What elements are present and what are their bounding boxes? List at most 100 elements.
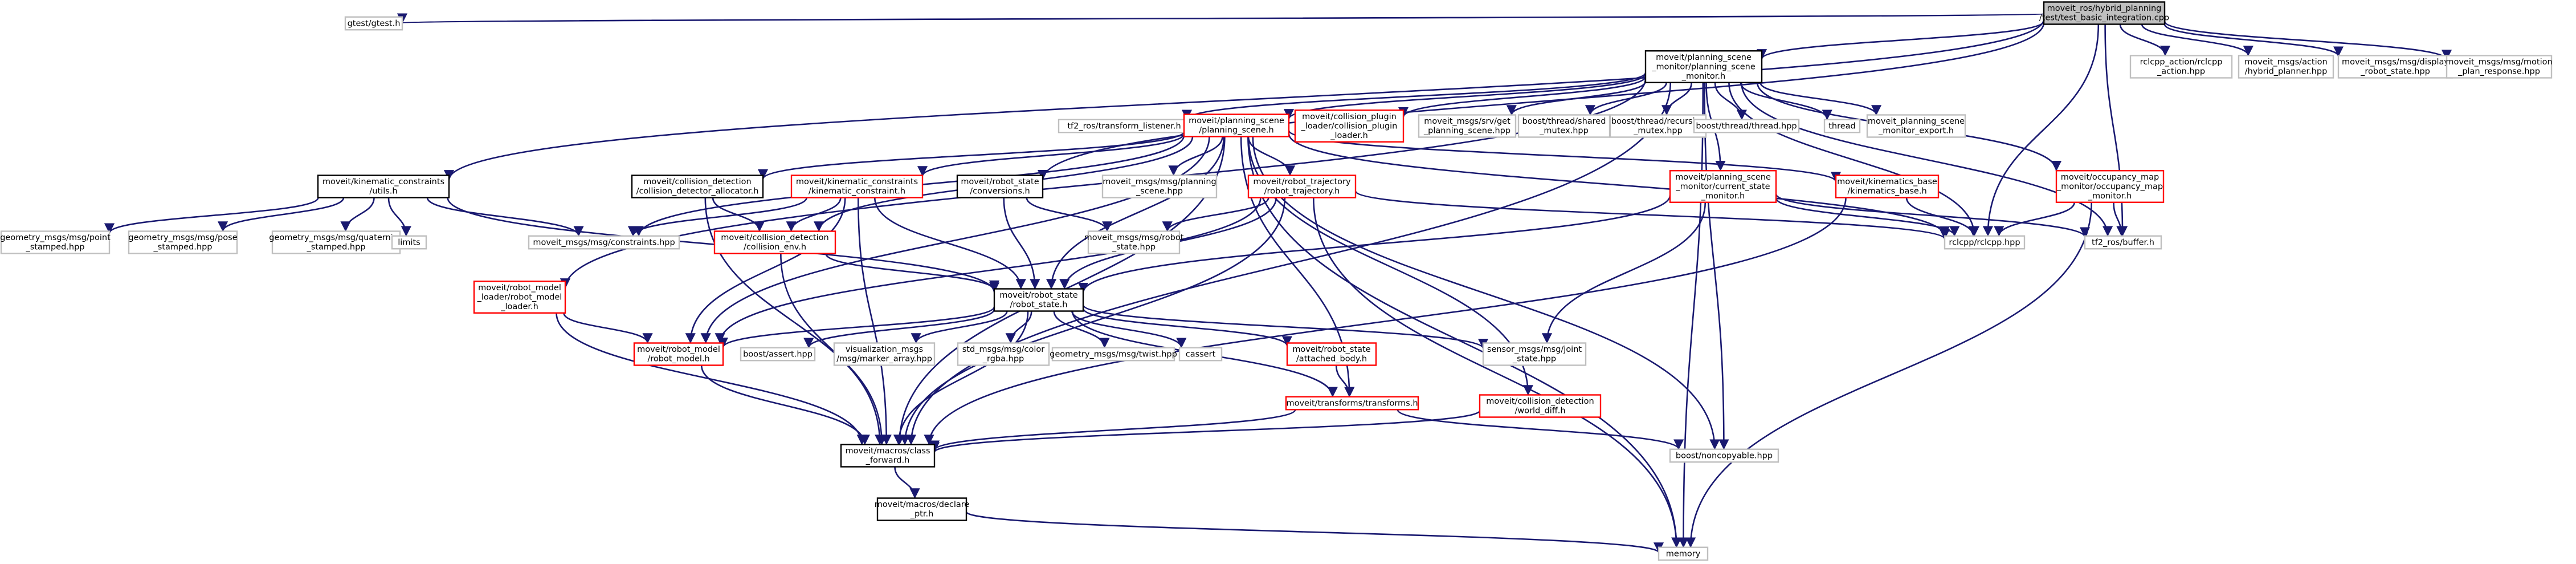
- node-tf2-buffer: tf2_ros/buffer.h: [2084, 235, 2162, 250]
- node-psm[interactable]: moveit/planning_scene_monitor/planning_s…: [1644, 50, 1763, 83]
- node-label-line: moveit/transforms/transforms.h: [1286, 399, 1418, 408]
- node-quaternion-stamped: geometry_msgs/msg/quaternion_stamped.hpp: [269, 230, 403, 254]
- edge-kin-constraint-to-class-forward: [857, 197, 892, 445]
- edge-psm-to-collision-plugin: [1398, 76, 1647, 118]
- node-kin-constraint[interactable]: moveit/kinematic_constraints/kinematic_c…: [790, 175, 924, 198]
- node-label-line: rclcpp/rclcpp.hpp: [1949, 238, 2020, 247]
- node-cassert: cassert: [1178, 347, 1223, 362]
- node-label-line: moveit_msgs/msg/robot: [1084, 233, 1184, 242]
- node-declare-ptr[interactable]: moveit/macros/declare_ptr.h: [875, 497, 970, 521]
- node-world-diff[interactable]: moveit/collision_detection/world_diff.h: [1479, 394, 1602, 418]
- edge-robot-state-to-color-rgba: [1005, 311, 1032, 344]
- node-label-line: _stamped.hpp: [153, 243, 212, 252]
- node-box: [1418, 114, 1517, 138]
- node-box: [1482, 342, 1587, 366]
- node-collision-alloc[interactable]: moveit/collision_detection/collision_det…: [631, 175, 764, 198]
- node-collision-plugin[interactable]: moveit/collision_plugin_loader/collision…: [1294, 109, 1405, 143]
- node-label-line: moveit/collision_detection: [643, 177, 751, 186]
- edge-root-to-msg-display: [2163, 23, 2344, 57]
- node-label-line: moveit/occupancy_map: [2061, 173, 2159, 182]
- node-box: [1644, 50, 1763, 83]
- node-label-line: _stamped.hpp: [306, 243, 365, 252]
- node-label-line: geometry_msgs/msg/quaternion: [269, 233, 403, 242]
- node-kin-constraints-utils[interactable]: moveit/kinematic_constraints/utils.h: [317, 175, 450, 198]
- edge-transforms-to-noncopyable: [1397, 409, 1684, 450]
- edge-robot-trajectory-to-class-forward: [899, 197, 1286, 445]
- node-msg-motion: moveit_msgs/msg/motion_plan_response.hpp: [2446, 55, 2553, 79]
- node-rclcpp: rclcpp/rclcpp.hpp: [1944, 235, 2026, 250]
- node-label-line: geometry_msgs/msg/point: [0, 233, 111, 242]
- node-label-line: /attached_body.h: [1296, 355, 1367, 364]
- edge-psm-to-tf2-listener: [1182, 72, 1647, 120]
- node-planning-scene[interactable]: moveit/planning_scene/planning_scene.h: [1183, 113, 1290, 137]
- node-color-rgba: std_msgs/msg/color_rgba.hpp: [957, 342, 1050, 366]
- node-tf2-listener: tf2_ros/transform_listener.h: [1058, 119, 1191, 133]
- node-robot-trajectory[interactable]: moveit/robot_trajectory/robot_trajectory…: [1247, 175, 1357, 198]
- edge-kin-constraints-utils-to-point-stamped: [104, 197, 319, 234]
- edge-declare-ptr-to-memory: [965, 511, 1664, 553]
- node-msg-display: moveit_msgs/msg/display_robot_state.hpp: [2337, 55, 2453, 79]
- node-box: [633, 342, 724, 366]
- node-class-forward[interactable]: moveit/macros/class_forward.h: [840, 444, 936, 468]
- edge-kin-constraints-utils-to-quaternion-stamped: [340, 197, 375, 232]
- node-kinematics-base[interactable]: moveit/kinematics_base/kinematics_base.h: [1835, 175, 1940, 198]
- edge-rs-conversions-to-msg-robot-state: [1026, 197, 1113, 232]
- node-label-line: std_msgs/msg/color: [962, 345, 1045, 354]
- edge-root-to-msg-motion: [2163, 21, 2452, 60]
- node-label-line: _loader/collision_plugin: [1301, 121, 1398, 131]
- edge-psm-to-shared-mutex: [1585, 82, 1667, 116]
- node-robot-state[interactable]: moveit/robot_state/robot_state.h: [993, 288, 1084, 312]
- node-noncopyable: boost/noncopyable.hpp: [1669, 448, 1779, 463]
- node-pose-stamped: geometry_msgs/msg/pose_stamped.hpp: [128, 230, 238, 254]
- node-label-line: moveit/robot_model: [637, 345, 720, 354]
- node-label-line: /planning_scene.h: [1199, 126, 1273, 135]
- node-label-line: tf2_ros/buffer.h: [2092, 238, 2154, 247]
- edge-robot-state-to-robot-model: [718, 306, 995, 348]
- node-joint-state: sensor_msgs/msg/joint_state.hpp: [1482, 342, 1587, 366]
- node-box: [2084, 235, 2162, 250]
- node-collision-env[interactable]: moveit/collision_detection/collision_env…: [713, 230, 836, 254]
- node-rs-conversions[interactable]: moveit/robot_state/conversions.h: [956, 175, 1044, 198]
- node-label-line: moveit/planning_scene: [1675, 173, 1771, 182]
- node-robot-model-loader[interactable]: moveit/robot_model_loader/robot_model_lo…: [473, 281, 566, 314]
- node-robot-model[interactable]: moveit/robot_model/robot_model.h: [633, 342, 724, 366]
- node-label-line: moveit_planning_scene: [1868, 117, 1965, 126]
- node-label-line: moveit/planning_scene: [1189, 116, 1284, 125]
- node-label-line: _state.hpp: [1112, 243, 1156, 252]
- node-occupancy-map[interactable]: moveit/occupancy_map_monitor/occupancy_m…: [2055, 170, 2165, 203]
- node-box: [1178, 347, 1223, 362]
- edge-psm-to-class-forward: [905, 82, 1672, 445]
- node-label-line: moveit/kinematics_base: [1837, 177, 1937, 186]
- node-label-line: _robot_state.hpp: [2360, 67, 2430, 76]
- node-gtest: gtest/gtest.h: [344, 16, 403, 31]
- node-box: [1285, 396, 1419, 411]
- edge-rs-conversions-to-robot-state: [1003, 197, 1040, 290]
- node-label-line: _monitor.h: [2088, 192, 2132, 201]
- edge-psm-to-srv-get-ps: [1506, 81, 1647, 116]
- node-root[interactable]: moveit_ros/hybrid_planning/test/test_bas…: [2039, 1, 2169, 25]
- edge-robot-state-to-attached-body: [1082, 307, 1292, 347]
- node-current-state-monitor[interactable]: moveit/planning_scene_monitor/current_st…: [1669, 170, 1777, 203]
- node-boost-thread: boost/thread/thread.hpp: [1693, 119, 1800, 133]
- node-attached-body[interactable]: moveit/robot_state/attached_body.h: [1286, 342, 1377, 366]
- edge-collision-env-to-class-forward: [780, 253, 887, 445]
- node-box: [1247, 175, 1357, 198]
- node-transforms[interactable]: moveit/transforms/transforms.h: [1285, 396, 1419, 411]
- edge-robot-state-to-cassert: [1071, 311, 1187, 348]
- node-label-line: moveit/collision_plugin: [1302, 112, 1397, 121]
- edge-robot-state-to-class-forward: [893, 311, 1029, 445]
- node-box: [1866, 114, 1966, 138]
- edge-psm-to-memory: [1678, 82, 1704, 548]
- node-box: [1087, 230, 1181, 254]
- node-box: [1944, 235, 2026, 250]
- node-label-line: geometry_msgs/msg/pose: [128, 233, 237, 242]
- edge-transforms-to-class-forward: [929, 409, 1296, 451]
- edge-kin-constraint-to-msg-constraints: [628, 197, 807, 237]
- node-label-line: boost/thread/thread.hpp: [1696, 121, 1797, 131]
- node-box: [2043, 1, 2166, 25]
- node-label-line: moveit/robot_state: [1292, 345, 1370, 354]
- node-label-line: /conversions.h: [970, 187, 1030, 196]
- edge-collision-env-to-robot-state: [825, 253, 999, 291]
